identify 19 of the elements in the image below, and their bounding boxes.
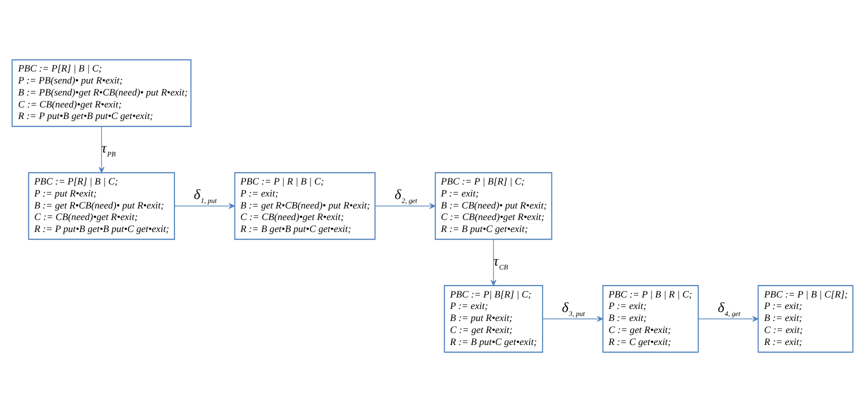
edge-label: δ$_{4, get}$ bbox=[718, 300, 740, 318]
node-box: PBC := P[R] | B | C; P := PB(send)• put R•exit; B := PB(send)•get R•CB(need)• put R•exit; C := CB(need)•get R•exit; R := P put•B get•B put•C get•exit; bbox=[12, 59, 192, 127]
arrow bbox=[98, 126, 104, 174]
node-box: PBC := P | B | C[R]; P := exit; B := exit; C := exit; R := exit; bbox=[758, 285, 854, 353]
node-box: PBC := P | R | B | C; P := exit; B := get R•CB(need)• put R•exit; C := CB(need)•get R•exit; R := B get•B put•C get•exit; bbox=[234, 172, 376, 240]
node-box: PBC := P | B | R | C; P := exit; B := exit; C := get R•exit; R := C get•exit; bbox=[602, 285, 699, 353]
edge-label: δ$_{3, put}$ bbox=[562, 300, 585, 318]
arrow bbox=[174, 203, 235, 209]
arrow bbox=[374, 203, 436, 209]
edge-label: δ$_{2, get}$ bbox=[394, 188, 418, 205]
arrow bbox=[490, 239, 496, 286]
node-box: PBC := P| B[R] | C; P := exit; B := put R•exit; C := get R•exit; R := B put•C get•exit; bbox=[444, 285, 544, 353]
edge-label: δ$_{1, put}$ bbox=[194, 188, 217, 205]
edge-label: τ$_{CB}$ bbox=[494, 254, 508, 272]
edge-label: τ$_{PB}$ bbox=[102, 141, 116, 158]
arrow bbox=[542, 316, 604, 322]
node-box: PBC := P[R] | B | C; P := put R•exit; B := get R•CB(need)• put R•exit; C := CB(need)•get R•exit; R := P put•B get•B put•C get•exit; bbox=[28, 172, 175, 240]
arrow bbox=[698, 316, 759, 322]
node-box: PBC := P | B[R] | C; P := exit; B := CB(need)• put R•exit; C := CB(need)•get R•exit; R := B put•C get•exit; bbox=[434, 172, 552, 240]
